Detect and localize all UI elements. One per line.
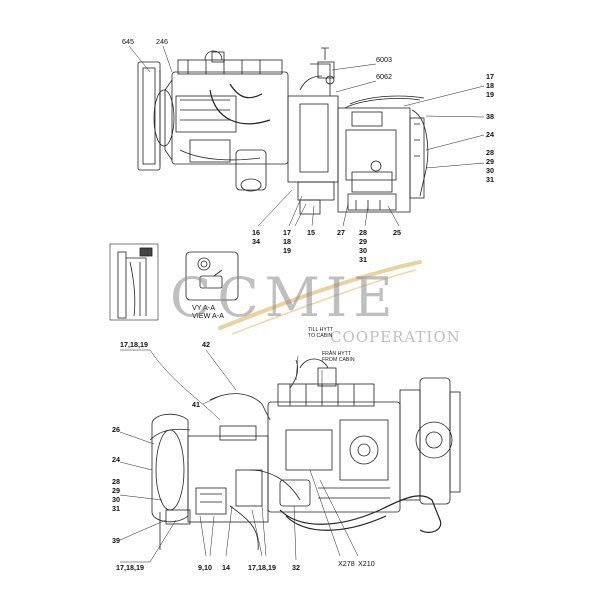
- top-engine-view: [137, 47, 429, 215]
- callout-30-b: 30: [359, 246, 367, 255]
- callout-29: 29: [486, 157, 494, 166]
- callout-6003: 6003: [376, 55, 392, 64]
- view-caption-sv: VY A-A: [192, 303, 215, 312]
- callout-31: 31: [486, 175, 494, 184]
- callout-6062: 6062: [376, 72, 392, 81]
- callout-16: 16: [252, 228, 260, 237]
- callout-246: 246: [156, 37, 168, 46]
- callout-29-b: 29: [359, 237, 367, 246]
- note-till-hytt: TILL HYTT: [308, 327, 334, 333]
- callout-19: 19: [486, 90, 494, 99]
- note-to-cabin: TO CABIN: [308, 333, 333, 339]
- callout-38: 38: [486, 112, 494, 121]
- callout-30-side: 30: [112, 495, 120, 504]
- watermark-brand: CCMIE: [170, 266, 399, 329]
- callout-645: 645: [122, 37, 134, 46]
- callout-29-side: 29: [112, 486, 120, 495]
- watermark-swoosh: [218, 260, 422, 330]
- note-fran-hytt: FRÅN HYTT: [322, 350, 352, 357]
- callout-26: 26: [112, 425, 120, 434]
- callout-31-b: 31: [359, 255, 367, 264]
- callout-14: 14: [222, 563, 230, 572]
- callout-18-b: 18: [283, 237, 291, 246]
- side-leader-lines: [119, 349, 359, 563]
- callout-x210: X210: [358, 559, 375, 568]
- callout-31-side: 31: [112, 504, 120, 513]
- side-engine-view: [149, 358, 461, 551]
- callout-34: 34: [252, 237, 260, 246]
- top-labels: 645 246 6003 6062 17 18 19 38 24 28 29 3…: [122, 37, 494, 264]
- callout-27: 27: [337, 228, 345, 237]
- callout-25: 25: [393, 228, 401, 237]
- callout-x278: X278: [338, 559, 355, 568]
- watermark-tagline: COOPERATION: [330, 328, 461, 346]
- callout-17-18-19-b: 17,18,19: [248, 563, 276, 572]
- callout-15: 15: [307, 228, 315, 237]
- callout-28-side: 28: [112, 477, 120, 486]
- callout-39: 39: [112, 536, 120, 545]
- watermark: CCMIE COOPERATION: [170, 260, 461, 346]
- callout-19-b: 19: [283, 246, 291, 255]
- detail-section-view: [109, 243, 159, 321]
- callout-32: 32: [292, 563, 300, 572]
- callout-18: 18: [486, 81, 494, 90]
- callout-17-b: 17: [283, 228, 291, 237]
- callout-41: 41: [192, 400, 200, 409]
- detail-view-aa: [185, 251, 239, 301]
- callout-17-18-19-bl: 17,18,19: [116, 563, 144, 572]
- callout-17: 17: [486, 72, 494, 81]
- callout-30: 30: [486, 166, 494, 175]
- callout-24-side: 24: [112, 455, 120, 464]
- callout-28-b: 28: [359, 228, 367, 237]
- note-from-cabin: FROM CABIN: [322, 357, 355, 363]
- callout-28: 28: [486, 148, 494, 157]
- callout-9-10: 9,10: [198, 563, 212, 572]
- callout-42: 42: [202, 340, 210, 349]
- side-labels: 17,18,19 42 41 26 24 28 29 30 31 39 17,1…: [112, 327, 375, 572]
- callout-24: 24: [486, 130, 494, 139]
- top-leader-lines: [128, 45, 485, 227]
- callout-17-18-19-top: 17,18,19: [120, 340, 148, 349]
- view-caption-en: VIEW A-A: [192, 311, 224, 320]
